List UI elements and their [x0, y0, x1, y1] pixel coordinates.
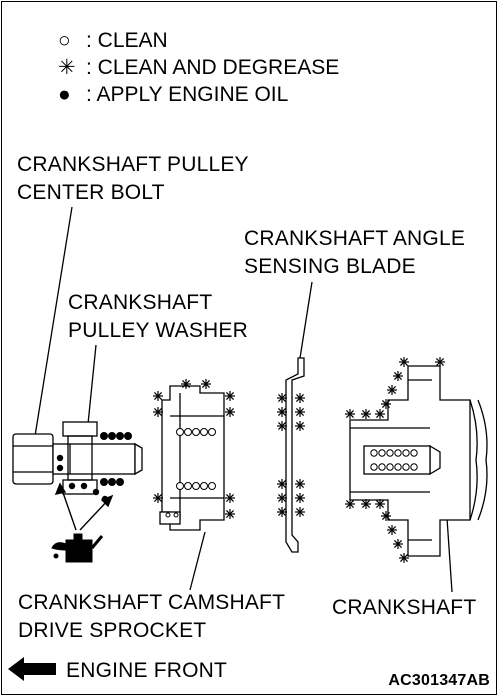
sprocket-oil-points	[165, 428, 216, 518]
engine-oil-points-bolt	[56, 432, 132, 503]
crankshaft	[349, 365, 488, 557]
degrease-symbol-icon: ✳	[58, 56, 76, 79]
label-pulley-washer-line2: PULLEY WASHER	[68, 319, 248, 342]
drive-sprocket	[159, 385, 225, 531]
leader-lines	[34, 206, 453, 593]
center-bolt	[12, 433, 143, 485]
angle-sensing-blade	[285, 357, 305, 553]
legend-oil: ● : APPLY ENGINE OIL	[58, 82, 288, 108]
label-center-bolt-line2: CENTER BOLT	[17, 181, 165, 204]
left-arrow-icon	[8, 657, 56, 681]
legend-degrease-text: : CLEAN AND DEGREASE	[86, 56, 340, 79]
clean-symbol-icon: ○	[58, 29, 71, 52]
label-pulley-washer-line1: CRANKSHAFT	[68, 291, 213, 314]
legend-oil-text: : APPLY ENGINE OIL	[86, 83, 289, 106]
legend-clean-text: : CLEAN	[86, 29, 168, 52]
label-sprocket-line2: DRIVE SPROCKET	[18, 619, 207, 642]
crankshaft-oil-points	[370, 449, 418, 471]
label-angle-blade-line2: SENSING BLADE	[244, 255, 416, 278]
label-center-bolt-line1: CRANKSHAFT PULLEY	[17, 153, 249, 176]
legend-degrease: ✳ : CLEAN AND DEGREASE	[58, 55, 339, 81]
label-engine-front: ENGINE FRONT	[66, 659, 228, 682]
oil-can-icon	[51, 533, 104, 563]
figure-code: AC301347AB	[388, 672, 490, 689]
oil-arrows	[54, 482, 114, 531]
oil-symbol-icon: ●	[58, 83, 71, 106]
legend-clean: ○ : CLEAN	[58, 28, 168, 54]
label-crankshaft: CRANKSHAFT	[332, 596, 477, 619]
label-angle-blade-line1: CRANKSHAFT ANGLE	[244, 227, 466, 250]
label-sprocket-line1: CRANKSHAFT CAMSHAFT	[18, 591, 286, 614]
